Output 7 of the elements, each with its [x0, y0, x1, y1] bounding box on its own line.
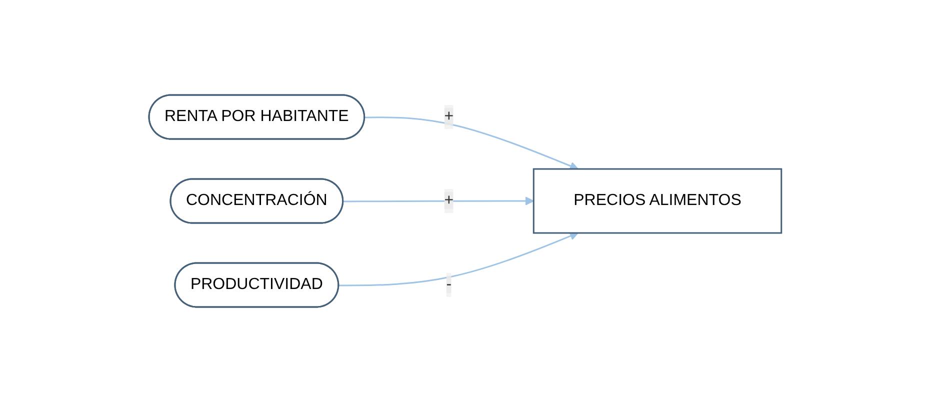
- arrow: [365, 116, 579, 170]
- arrow: [339, 231, 579, 286]
- arrow: [344, 196, 534, 205]
- edge-label: +: [444, 108, 454, 124]
- node-box: PRECIOS ALIMENTOS: [533, 168, 782, 234]
- edge-label: +: [444, 191, 454, 208]
- edge-label: -: [446, 275, 452, 292]
